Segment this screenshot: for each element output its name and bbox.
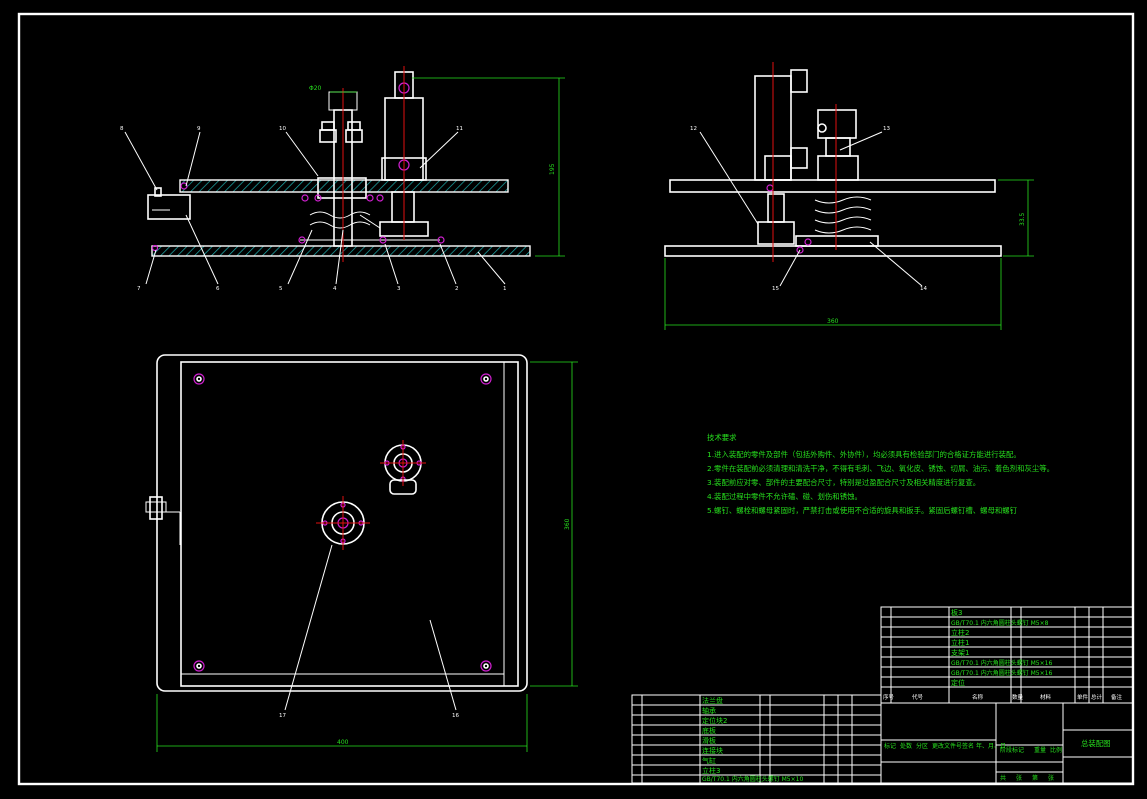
side-view <box>664 62 1034 330</box>
callout-6: 6 <box>216 286 220 292</box>
callout-16: 16 <box>452 713 459 719</box>
dim-plan-height: 360 <box>564 518 571 530</box>
notes-line-3: 3.装配前应对零、部件的主要配合尺寸，特别是过盈配合尺寸及相关精度进行复查。 <box>707 478 980 487</box>
bom-upper-row: GB/T70.1 内六角圆柱头螺钉 M5×16 <box>951 669 1052 677</box>
plan-top-plate <box>180 361 519 687</box>
upper-plate <box>179 179 509 193</box>
callout-11: 11 <box>456 126 463 132</box>
notes-line-1: 1.进入装配的零件及部件（包括外购件、外协件），均必须具有检验部门的合格证方能进… <box>707 450 1021 459</box>
bom-lower-row: 滑板 <box>702 736 716 745</box>
dim-shaft-dia: Φ20 <box>309 85 322 92</box>
weight-label: 重量 <box>1034 746 1046 754</box>
bom-header-code: 代号 <box>912 693 924 701</box>
sheet-index-prefix: 第 <box>1032 774 1038 782</box>
callout-4: 4 <box>333 286 337 292</box>
bom-lower-row: 底板 <box>702 726 716 735</box>
sheet-index-suffix: 张 <box>1048 774 1054 782</box>
plan-view <box>145 354 578 752</box>
stage-label: 阶段标记 <box>1000 746 1024 754</box>
notes-line-5: 5.螺钉、螺栓和螺母紧固时，严禁打击或使用不合适的旋具和扳手。紧固后螺钉槽、螺母… <box>707 506 1018 515</box>
block-left <box>147 194 191 220</box>
callout-12: 12 <box>690 126 697 132</box>
bom-header-material: 材料 <box>1040 693 1052 701</box>
bom-header-name: 名称 <box>972 693 984 701</box>
dim-plan-width: 400 <box>337 739 349 746</box>
scale-label: 比例 <box>1050 746 1062 754</box>
bom-header-index: 序号 <box>883 693 895 701</box>
bom-lower-row: 连接块 <box>702 746 723 755</box>
callout-8: 8 <box>120 126 124 132</box>
bom-lower-row: 定位块2 <box>702 716 727 725</box>
sheet-total-suffix: 张 <box>1016 774 1022 782</box>
bom-lower-row: GB/T70.1 内六角圆柱头螺钉 M5×10 <box>702 775 803 783</box>
callout-10: 10 <box>279 126 286 132</box>
sign-label-mark: 标记 <box>884 742 896 750</box>
dim-front-height: 195 <box>549 163 556 175</box>
bom-upper-row: 板3 <box>951 608 962 617</box>
front-view <box>124 66 565 285</box>
notes-line-4: 4.装配过程中零件不允许磕、碰、划伤和锈蚀。 <box>707 492 862 501</box>
sheet-total-prefix: 共 <box>1000 774 1006 782</box>
bom-lower-row: 法兰盘 <box>702 696 723 705</box>
dim-side-width: 360 <box>827 318 839 325</box>
bom-upper-row: 立柱2 <box>951 628 969 637</box>
title-block <box>880 702 1134 784</box>
callout-9: 9 <box>197 126 201 132</box>
callout-13: 13 <box>883 126 890 132</box>
callout-1: 1 <box>503 286 507 292</box>
callout-14: 14 <box>920 286 927 292</box>
dim-side-height: 33.5 <box>1019 212 1026 226</box>
callout-3: 3 <box>397 286 401 292</box>
bom-lower-row: 轴承 <box>702 706 716 715</box>
sign-label-sign: 签名 <box>962 742 974 750</box>
callout-7: 7 <box>137 286 141 292</box>
bom-upper-row: GB/T70.1 内六角圆柱头螺钉 M5×8 <box>951 619 1049 627</box>
drawing-title: 总装配图 <box>1081 739 1111 748</box>
sign-label-zone: 分区 <box>916 742 928 750</box>
bom-header-unit: 单件 <box>1077 693 1089 701</box>
notes-line-2: 2.零件在装配前必须清理和清洗干净，不得有毛刺、飞边、氧化皮、锈蚀、切屑、油污、… <box>707 464 1054 473</box>
bom-lower-row: 立柱3 <box>702 766 720 775</box>
sign-label-doc: 更改文件号 <box>932 742 962 750</box>
bom-upper-row: 立柱1 <box>951 638 969 647</box>
callout-2: 2 <box>455 286 459 292</box>
callout-17: 17 <box>279 713 286 719</box>
plan-base-plate <box>156 354 528 692</box>
bom-lower-row: 气缸 <box>702 756 716 765</box>
bom-header-remark: 备注 <box>1111 693 1123 701</box>
bom-header-qty: 数量 <box>1012 693 1024 701</box>
bom-upper-row: 定位 <box>951 678 965 687</box>
bom-upper-table <box>880 606 1134 704</box>
notes-title: 技术要求 <box>707 433 737 442</box>
bom-header-total: 总计 <box>1091 693 1103 701</box>
bom-upper-row: GB/T70.1 内六角圆柱头螺钉 M5×16 <box>951 659 1052 667</box>
sign-label-count: 处数 <box>900 742 912 750</box>
sign-label-date: 年、月、日 <box>976 742 1006 750</box>
drawing-border <box>17 12 1135 786</box>
bom-lower-table <box>631 694 882 784</box>
bom-upper-row: 支架1 <box>951 648 969 657</box>
callout-15: 15 <box>772 286 779 292</box>
callout-5: 5 <box>279 286 283 292</box>
